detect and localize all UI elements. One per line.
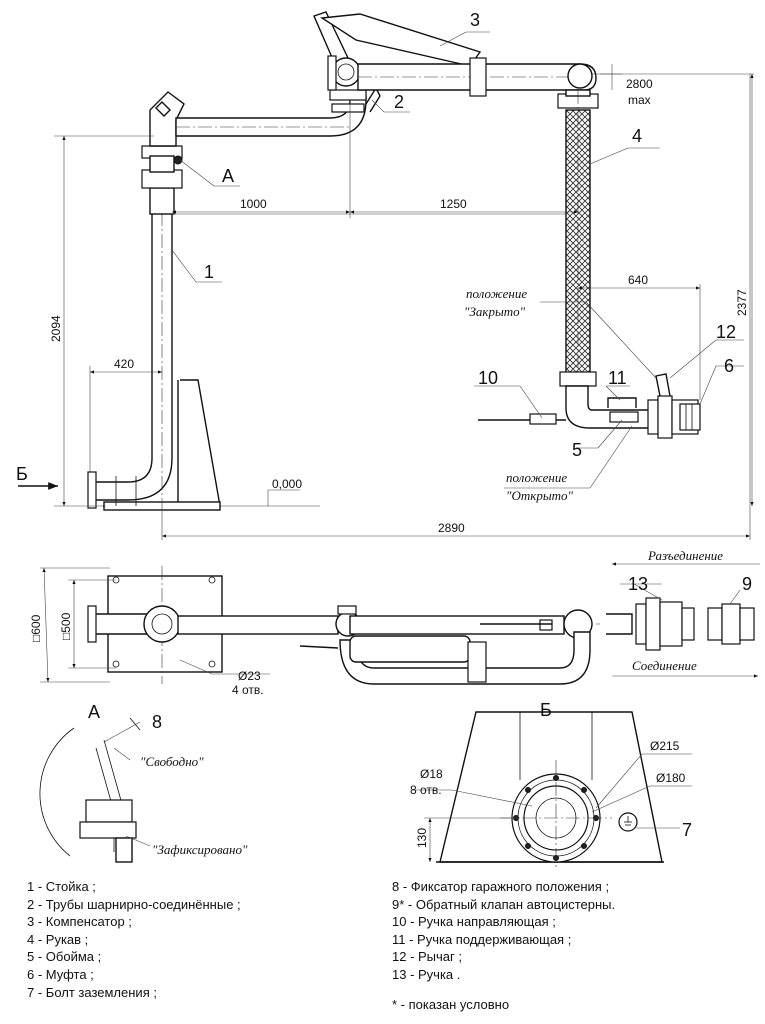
callout-4: 4 bbox=[632, 126, 642, 146]
legend-item: 5 - Обойма ; bbox=[27, 949, 102, 965]
callout-6: 6 bbox=[724, 356, 734, 376]
dim-600: □600 bbox=[29, 614, 43, 642]
callout-3: 3 bbox=[470, 10, 480, 30]
dim-420: 420 bbox=[114, 357, 134, 371]
legend-item: 13 - Ручка . bbox=[392, 966, 461, 982]
legend-left: 1 - Стойка ; 2 - Трубы шарнирно-соединён… bbox=[27, 878, 241, 1001]
pos-open-line1: положение bbox=[506, 470, 567, 485]
detail-a-title: А bbox=[88, 702, 100, 722]
detail-a bbox=[39, 717, 151, 863]
dim-640: 640 bbox=[628, 273, 648, 287]
dim-hole-23: Ø23 bbox=[238, 669, 261, 683]
legend-item: 7 - Болт заземления ; bbox=[27, 984, 157, 1000]
dim-2800: 2800 bbox=[626, 77, 653, 91]
callout-5: 5 bbox=[572, 440, 582, 460]
pos-closed-line2: "Закрыто" bbox=[464, 304, 526, 319]
dim-215: Ø215 bbox=[650, 739, 680, 753]
view-a-mark: A bbox=[222, 166, 234, 186]
legend-right: 8 - Фиксатор гаражного положения ; 9* - … bbox=[392, 878, 615, 984]
detail-b bbox=[412, 711, 692, 870]
callout-2: 2 bbox=[394, 92, 404, 112]
callout-12: 12 bbox=[716, 322, 736, 342]
dim-8-holes: 8 отв. bbox=[410, 783, 442, 797]
footnote: * - показан условно bbox=[392, 997, 510, 1012]
callout-1: 1 bbox=[204, 262, 214, 282]
pos-open-line2: "Открыто" bbox=[506, 488, 574, 503]
dim-2094: 2094 bbox=[49, 315, 63, 342]
callout-11: 11 bbox=[608, 368, 627, 388]
legend-item: 6 - Муфта ; bbox=[27, 966, 94, 982]
legend-item: 11 - Ручка поддерживающая ; bbox=[392, 931, 572, 947]
legend-item: 1 - Стойка ; bbox=[27, 879, 96, 894]
detail-b-title: Б bbox=[540, 700, 552, 720]
dim-18: Ø18 bbox=[420, 767, 443, 781]
dim-2377: 2377 bbox=[735, 289, 749, 316]
legend-item: 4 - Рукав ; bbox=[27, 931, 89, 947]
legend-item: 9* - Обратный клапан автоцистерны. bbox=[392, 896, 616, 912]
dim-4-holes: 4 отв. bbox=[232, 683, 264, 697]
callout-10: 10 bbox=[478, 368, 498, 388]
legend-item: 8 - Фиксатор гаражного положения ; bbox=[392, 879, 610, 894]
callout-8: 8 bbox=[152, 712, 162, 732]
callout-9: 9 bbox=[742, 574, 752, 594]
dimension-labels: 1000 1250 2800 max 2377 2094 640 420 289… bbox=[29, 77, 749, 848]
legend-item: 12 - Рычаг ; bbox=[392, 949, 462, 965]
dim-elevation-zero: 0,000 bbox=[272, 477, 302, 491]
dim-180: Ø180 bbox=[656, 771, 686, 785]
legend-item: 10 - Ручка направляющая ; bbox=[392, 914, 556, 930]
callout-labels: 1 2 3 4 5 6 7 8 9 10 11 12 13 bbox=[152, 10, 752, 840]
pos-closed-line1: положение bbox=[466, 286, 527, 301]
side-view bbox=[87, 11, 701, 511]
callout-7: 7 bbox=[682, 820, 692, 840]
dim-130: 130 bbox=[415, 828, 429, 848]
view-letters: A Б А Б bbox=[16, 166, 552, 722]
dim-1250: 1250 bbox=[440, 197, 467, 211]
connect-label: Соединение bbox=[632, 658, 697, 673]
legend-item: 2 - Трубы шарнирно-соединённые ; bbox=[27, 896, 241, 912]
fixed-position-label: "Зафиксировано" bbox=[152, 842, 248, 857]
free-position-label: "Свободно" bbox=[140, 754, 204, 769]
leader-lines bbox=[171, 31, 744, 489]
annotation-labels: положение "Закрыто" положение "Открыто" … bbox=[140, 286, 723, 857]
legend-item: 3 - Компенсатор ; bbox=[27, 914, 132, 930]
disconnect-label: Разъединение bbox=[647, 548, 723, 563]
dim-max: max bbox=[628, 93, 651, 107]
dim-500: □500 bbox=[59, 612, 73, 640]
view-b-mark: Б bbox=[16, 464, 28, 484]
dim-2890: 2890 bbox=[438, 521, 465, 535]
plan-view bbox=[40, 562, 760, 685]
dim-1000: 1000 bbox=[240, 197, 267, 211]
callout-13: 13 bbox=[628, 574, 648, 594]
side-dimensions bbox=[18, 64, 754, 540]
